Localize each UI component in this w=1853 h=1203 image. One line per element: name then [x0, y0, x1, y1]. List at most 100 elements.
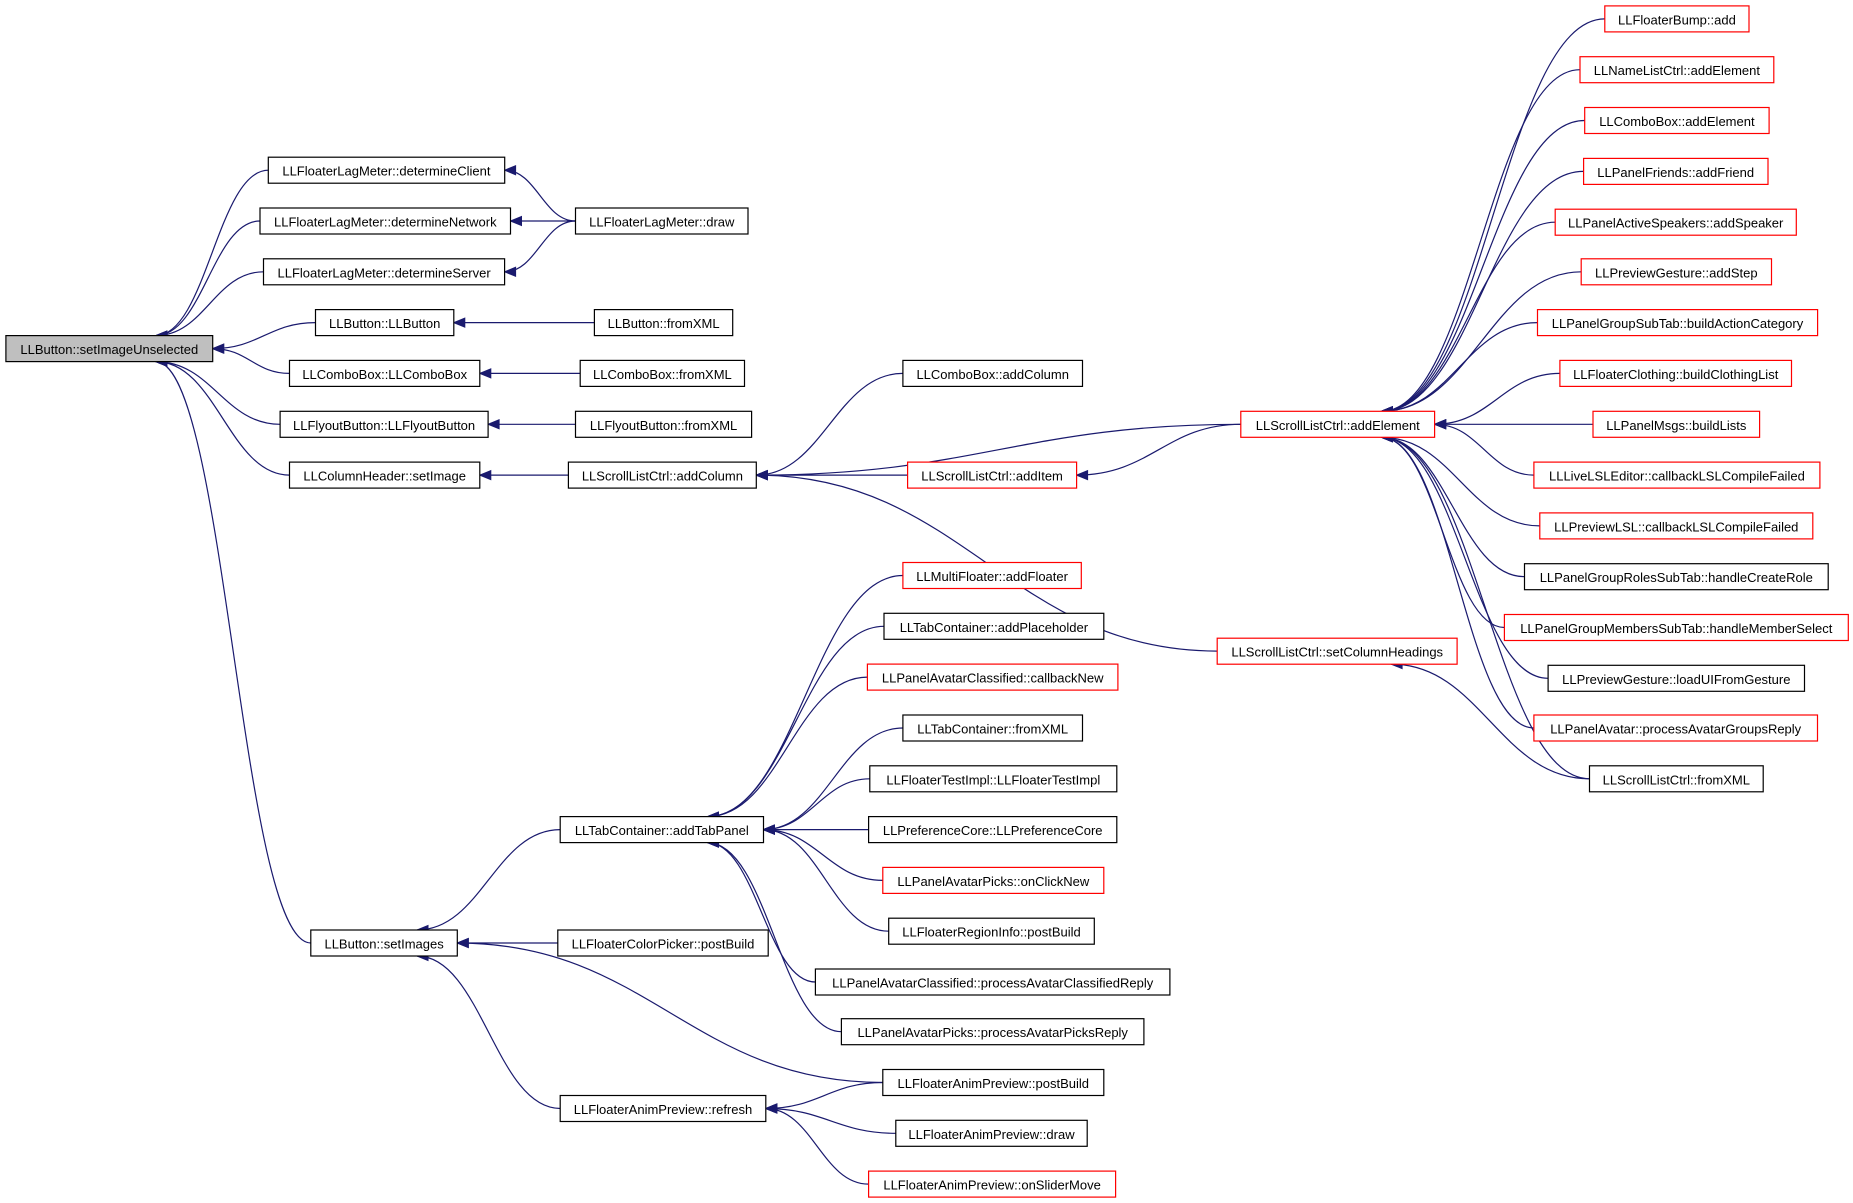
- node-fri-postbuild[interactable]: LLFloaterRegionInfo::postBuild: [888, 917, 1095, 945]
- node-pg-loadui[interactable]: LLPreviewGesture::loadUIFromGesture: [1547, 664, 1806, 692]
- node-box: [1579, 56, 1775, 84]
- node-label: LLPreviewGesture::addStep: [1595, 265, 1758, 280]
- node-box: [1216, 637, 1458, 665]
- node-label: LLScrollListCtrl::addItem: [921, 469, 1063, 484]
- call-edge: [1381, 436, 1540, 527]
- node-cb-addcolumn[interactable]: LLComboBox::addColumn: [902, 359, 1084, 387]
- node-pc-ctor[interactable]: LLPreferenceCore::LLPreferenceCore: [867, 815, 1118, 844]
- node-fc-buildclothing[interactable]: LLFloaterClothing::buildClothingList: [1559, 359, 1793, 387]
- call-edge: [1381, 436, 1525, 578]
- node-label: LLTabContainer::addPlaceholder: [900, 620, 1089, 635]
- node-slc-addelement[interactable]: LLScrollListCtrl::addElement: [1240, 410, 1436, 438]
- node-nlc-addelement[interactable]: LLNameListCtrl::addElement: [1579, 56, 1775, 84]
- node-label: LLFlyoutButton::LLFlyoutButton: [293, 418, 475, 433]
- arrowhead-icon: [754, 469, 768, 481]
- node-label: LLScrollListCtrl::addColumn: [582, 469, 743, 484]
- node-tc-addtabpanel[interactable]: LLTabContainer::addTabPanel: [559, 815, 765, 844]
- node-pg-addstep[interactable]: LLPreviewGesture::addStep: [1580, 258, 1773, 286]
- node-pgrst-handlecreate[interactable]: LLPanelGroupRolesSubTab::handleCreateRol…: [1523, 563, 1829, 591]
- node-fap-refresh[interactable]: LLFloaterAnimPreview::refresh: [559, 1094, 767, 1123]
- node-flm-draw[interactable]: LLFloaterLagMeter::draw: [574, 207, 749, 235]
- node-flm-server[interactable]: LLFloaterLagMeter::determineServer: [262, 258, 506, 286]
- node-tc-fromxml[interactable]: LLTabContainer::fromXML: [902, 714, 1084, 742]
- node-flm-network[interactable]: LLFloaterLagMeter::determineNetwork: [259, 207, 512, 235]
- call-edge: [1381, 221, 1556, 412]
- arrowhead-icon: [486, 419, 500, 430]
- node-pac-callbacknew[interactable]: LLPanelAvatarClassified::callbackNew: [866, 663, 1119, 691]
- node-label: LLFloaterAnimPreview::onSliderMove: [883, 1178, 1100, 1193]
- node-ch-setimage[interactable]: LLColumnHeader::setImage: [288, 461, 481, 489]
- node-pm-buildlists[interactable]: LLPanelMsgs::buildLists: [1592, 410, 1761, 438]
- call-edges: [154, 18, 1605, 1185]
- call-edge: [1381, 436, 1534, 729]
- node-box: [262, 258, 506, 286]
- node-box: [1536, 309, 1819, 337]
- call-edge: [1381, 436, 1549, 679]
- node-pap-processreply[interactable]: LLPanelAvatarPicks::processAvatarPicksRe…: [840, 1018, 1145, 1046]
- node-label: LLPanelMsgs::buildLists: [1606, 418, 1747, 433]
- node-fcp-postbuild[interactable]: LLFloaterColorPicker::postBuild: [557, 929, 769, 957]
- node-label: LLButton::setImageUnselected: [20, 342, 198, 357]
- node-mf-addfloater[interactable]: LLMultiFloater::addFloater: [902, 561, 1082, 590]
- node-slc-additem[interactable]: LLScrollListCtrl::addItem: [906, 461, 1078, 489]
- call-edge: [457, 942, 883, 1084]
- node-box: [267, 156, 506, 184]
- node-box: [1588, 765, 1764, 793]
- node-pac-processreply[interactable]: LLPanelAvatarClassified::processAvatarCl…: [814, 968, 1171, 996]
- node-cb-addelement[interactable]: LLComboBox::addElement: [1584, 106, 1770, 135]
- node-box: [1240, 410, 1436, 438]
- call-edge: [155, 361, 281, 425]
- node-fap-postbuild[interactable]: LLFloaterAnimPreview::postBuild: [882, 1068, 1105, 1097]
- node-cb-fromxml[interactable]: LLComboBox::fromXML: [579, 359, 746, 387]
- call-edge: [707, 842, 842, 1033]
- node-label: LLComboBox::fromXML: [593, 367, 732, 382]
- node-btn-fromxml[interactable]: LLButton::fromXML: [593, 309, 734, 337]
- node-box: [1539, 512, 1814, 540]
- node-label: LLScrollListCtrl::addElement: [1256, 418, 1420, 433]
- node-box: [1503, 613, 1849, 642]
- node-slc-setcolheadings[interactable]: LLScrollListCtrl::setColumnHeadings: [1216, 637, 1458, 665]
- node-pas-addspeaker[interactable]: LLPanelActiveSpeakers::addSpeaker: [1554, 208, 1797, 236]
- node-pf-addfriend[interactable]: LLPanelFriends::addFriend: [1582, 157, 1769, 185]
- node-fap-draw[interactable]: LLFloaterAnimPreview::draw: [895, 1119, 1088, 1147]
- node-fti-ctor[interactable]: LLFloaterTestImpl::LLFloaterTestImpl: [869, 765, 1118, 793]
- node-fap-onslidermove[interactable]: LLFloaterAnimPreview::onSliderMove: [867, 1170, 1117, 1198]
- node-label: LLPanelGroupMembersSubTab::handleMemberS…: [1520, 621, 1833, 636]
- node-pap-onclicknew[interactable]: LLPanelAvatarPicks::onClickNew: [882, 866, 1105, 895]
- node-box: [557, 929, 769, 957]
- node-fb-ctor[interactable]: LLFlyoutButton::LLFlyoutButton: [279, 410, 489, 438]
- node-box: [906, 461, 1078, 489]
- node-box: [1533, 714, 1819, 742]
- arrowhead-icon: [478, 368, 492, 379]
- node-pgmst-handlemember[interactable]: LLPanelGroupMembersSubTab::handleMemberS…: [1503, 613, 1849, 642]
- call-edge: [707, 625, 885, 818]
- node-label: LLFloaterBump::add: [1618, 12, 1736, 27]
- node-box: [279, 410, 489, 438]
- node-box: [883, 612, 1105, 640]
- node-box: [314, 309, 455, 337]
- call-edge: [1381, 436, 1590, 780]
- node-pa-processgroups[interactable]: LLPanelAvatar::processAvatarGroupsReply: [1533, 714, 1819, 742]
- node-fbump-add[interactable]: LLFloaterBump::add: [1604, 5, 1750, 33]
- node-label: LLPanelAvatarClassified::processAvatarCl…: [832, 976, 1154, 991]
- node-pgst-buildaction[interactable]: LLPanelGroupSubTab::buildActionCategory: [1536, 309, 1819, 337]
- node-pl-callback[interactable]: LLPreviewLSL::callbackLSLCompileFailed: [1539, 512, 1814, 540]
- node-btn-ctor[interactable]: LLButton::LLButton: [314, 309, 455, 337]
- arrowhead-icon: [764, 1103, 778, 1114]
- node-tc-addplaceholder[interactable]: LLTabContainer::addPlaceholder: [883, 612, 1105, 640]
- node-slc-addcolumn[interactable]: LLScrollListCtrl::addColumn: [567, 461, 757, 489]
- node-box: [259, 207, 512, 235]
- call-edge: [1381, 119, 1585, 412]
- node-box: [574, 410, 753, 438]
- node-fb-fromxml[interactable]: LLFlyoutButton::fromXML: [574, 410, 753, 438]
- arrowhead-icon: [762, 824, 775, 835]
- node-cb-ctor[interactable]: LLComboBox::LLComboBox: [288, 359, 481, 387]
- node-label: LLFloaterAnimPreview::postBuild: [898, 1076, 1089, 1091]
- node-lle-callback[interactable]: LLLiveLSLEditor::callbackLSLCompileFaile…: [1533, 461, 1821, 489]
- call-edge: [707, 842, 816, 983]
- node-btn-setimages[interactable]: LLButton::setImages: [310, 929, 458, 957]
- node-box: [574, 207, 749, 235]
- node-flm-client[interactable]: LLFloaterLagMeter::determineClient: [267, 156, 506, 184]
- node-slc-fromxml[interactable]: LLScrollListCtrl::fromXML: [1588, 765, 1764, 793]
- node-box: [1547, 664, 1806, 692]
